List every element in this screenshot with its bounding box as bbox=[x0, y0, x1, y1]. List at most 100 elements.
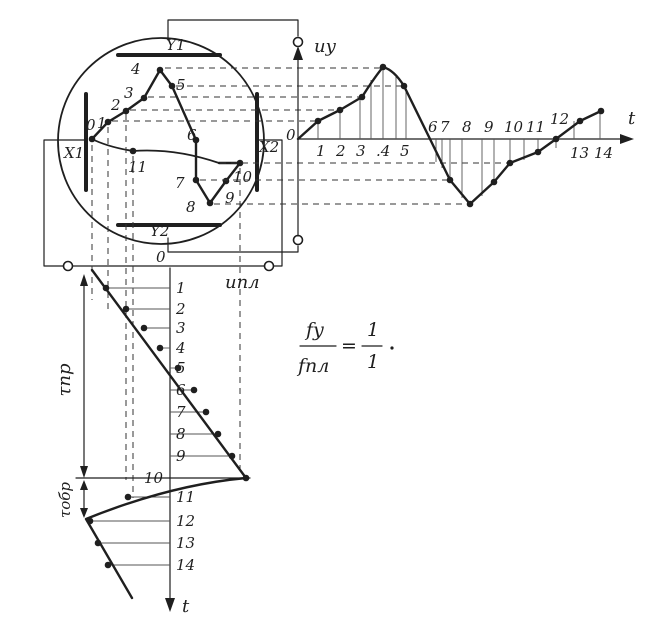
return-trace bbox=[91, 138, 220, 164]
screen-dot bbox=[156, 66, 164, 74]
sweep-tick-labels: 1 2 3 4 5 6 7 8 9 10 11 12 13 14 bbox=[144, 279, 195, 574]
sweep-tick: 6 bbox=[176, 381, 186, 399]
terminal-upl-left bbox=[62, 260, 74, 272]
sweep-dot bbox=[174, 364, 182, 372]
wire-y1 bbox=[167, 19, 299, 41]
sweep-tick: 5 bbox=[176, 359, 186, 377]
screen-dot bbox=[222, 177, 230, 185]
signal-tick: 13 bbox=[570, 144, 589, 162]
screen-dot bbox=[88, 135, 96, 143]
sweep-dots bbox=[86, 284, 250, 569]
sweep-dot bbox=[124, 493, 132, 501]
ratio-denominator: fпл bbox=[296, 355, 329, 377]
screen-label: 3 bbox=[124, 84, 134, 102]
sweep-tick: 3 bbox=[176, 319, 186, 337]
wire-x2 bbox=[256, 139, 283, 267]
signal-tick: 1 bbox=[316, 142, 326, 160]
signal-dots bbox=[314, 63, 605, 208]
screen-dot bbox=[168, 82, 176, 90]
sweep-dot bbox=[86, 517, 94, 525]
label-y2: Y2 bbox=[150, 222, 169, 240]
signal-dot bbox=[466, 200, 474, 208]
signal-dot bbox=[336, 106, 344, 114]
signal-tick: 12 bbox=[550, 110, 569, 128]
sweep-dot bbox=[102, 284, 110, 292]
tau-obr-arrow-top bbox=[80, 480, 88, 490]
time-intervals: τпр τобр bbox=[54, 274, 251, 518]
signal-dot bbox=[506, 159, 514, 167]
sweep-tick: 12 bbox=[176, 512, 195, 530]
wire-y2 bbox=[167, 237, 299, 253]
signal-tick: 14 bbox=[594, 144, 613, 162]
signal-hatch bbox=[317, 67, 601, 198]
screen-dot bbox=[140, 94, 148, 102]
sweep-dot bbox=[190, 386, 198, 394]
wiring bbox=[43, 19, 304, 272]
label-origin-right: 0 bbox=[286, 126, 296, 144]
screen-label: 1 bbox=[97, 114, 107, 132]
screen-dot bbox=[236, 159, 244, 167]
t-axis-down-arrow bbox=[165, 598, 175, 612]
sweep-graph: t 0 uпл bbox=[84, 248, 260, 617]
signal-tick: .4 bbox=[376, 142, 390, 160]
sweep-tick: 1 bbox=[176, 279, 186, 297]
sweep-tick: 14 bbox=[176, 556, 195, 574]
sweep-dot bbox=[202, 408, 210, 416]
sweep-hatch bbox=[90, 287, 232, 566]
terminal-uy-bottom bbox=[292, 234, 304, 246]
screen-dot bbox=[104, 118, 112, 126]
sweep-dot bbox=[94, 539, 102, 547]
screen-label: 5 bbox=[176, 76, 186, 94]
signal-tick: 2 bbox=[335, 142, 346, 160]
label-y1: Y1 bbox=[166, 36, 185, 54]
tau-obr-arrow-bottom bbox=[80, 508, 88, 518]
signal-tick: 9 bbox=[484, 118, 494, 136]
sweep-dot bbox=[104, 561, 112, 569]
sweep-tick: 7 bbox=[176, 403, 186, 421]
screen-dot bbox=[192, 176, 200, 184]
frequency-ratio: fy fпл = 1 1 bbox=[296, 319, 394, 377]
terminal-upl-right bbox=[263, 260, 275, 272]
sweep-dot bbox=[156, 344, 164, 352]
signal-graph: uy t 0 bbox=[286, 36, 636, 237]
ratio-value-denominator: 1 bbox=[367, 351, 379, 373]
ratio-equals: = bbox=[341, 335, 357, 357]
label-origin-down: 0 bbox=[156, 248, 166, 266]
screen-label: 10 bbox=[233, 168, 253, 186]
label-tau-pr: τпр bbox=[54, 363, 75, 397]
signal-tick: 6 bbox=[428, 118, 438, 136]
label-upl: uпл bbox=[225, 272, 260, 293]
signal-dot bbox=[576, 117, 584, 125]
screen-dot bbox=[129, 147, 137, 155]
signal-tick-labels: 1 2 3 .4 5 6 7 8 9 10 11 12 13 14 bbox=[316, 110, 613, 162]
screen-dot bbox=[206, 199, 214, 207]
ratio-numerator: fy bbox=[304, 319, 324, 341]
tau-pr-arrow-top bbox=[80, 274, 88, 286]
tau-pr-arrow-bottom bbox=[80, 466, 88, 478]
sweep-dot bbox=[122, 305, 130, 313]
label-x1: X1 bbox=[63, 144, 84, 162]
t-axis-right-arrow bbox=[620, 134, 634, 144]
signal-dot bbox=[552, 135, 560, 143]
sweep-tick: 2 bbox=[175, 300, 186, 318]
signal-tick: 5 bbox=[400, 142, 410, 160]
screen-dot bbox=[192, 136, 200, 144]
screen-label: 7 bbox=[175, 174, 185, 192]
signal-dot bbox=[379, 63, 387, 71]
signal-tick: 11 bbox=[526, 118, 545, 136]
screen-label: 2 bbox=[110, 96, 121, 114]
screen-dot bbox=[122, 107, 130, 115]
wire-x1 bbox=[43, 139, 87, 267]
label-uy: uy bbox=[314, 36, 337, 57]
screen-trace-dots bbox=[88, 66, 244, 207]
screen-label: 9 bbox=[225, 189, 235, 207]
crt-screen: Y1 Y2 X1 X2 0 1 2 3 4 5 6 7 bbox=[57, 36, 279, 245]
sweep-tick: 4 bbox=[175, 339, 186, 357]
signal-dot bbox=[597, 107, 605, 115]
signal-dot bbox=[446, 176, 454, 184]
screen-label: 11 bbox=[128, 158, 147, 176]
signal-tick: 8 bbox=[462, 118, 472, 136]
signal-tick: 7 bbox=[440, 118, 450, 136]
